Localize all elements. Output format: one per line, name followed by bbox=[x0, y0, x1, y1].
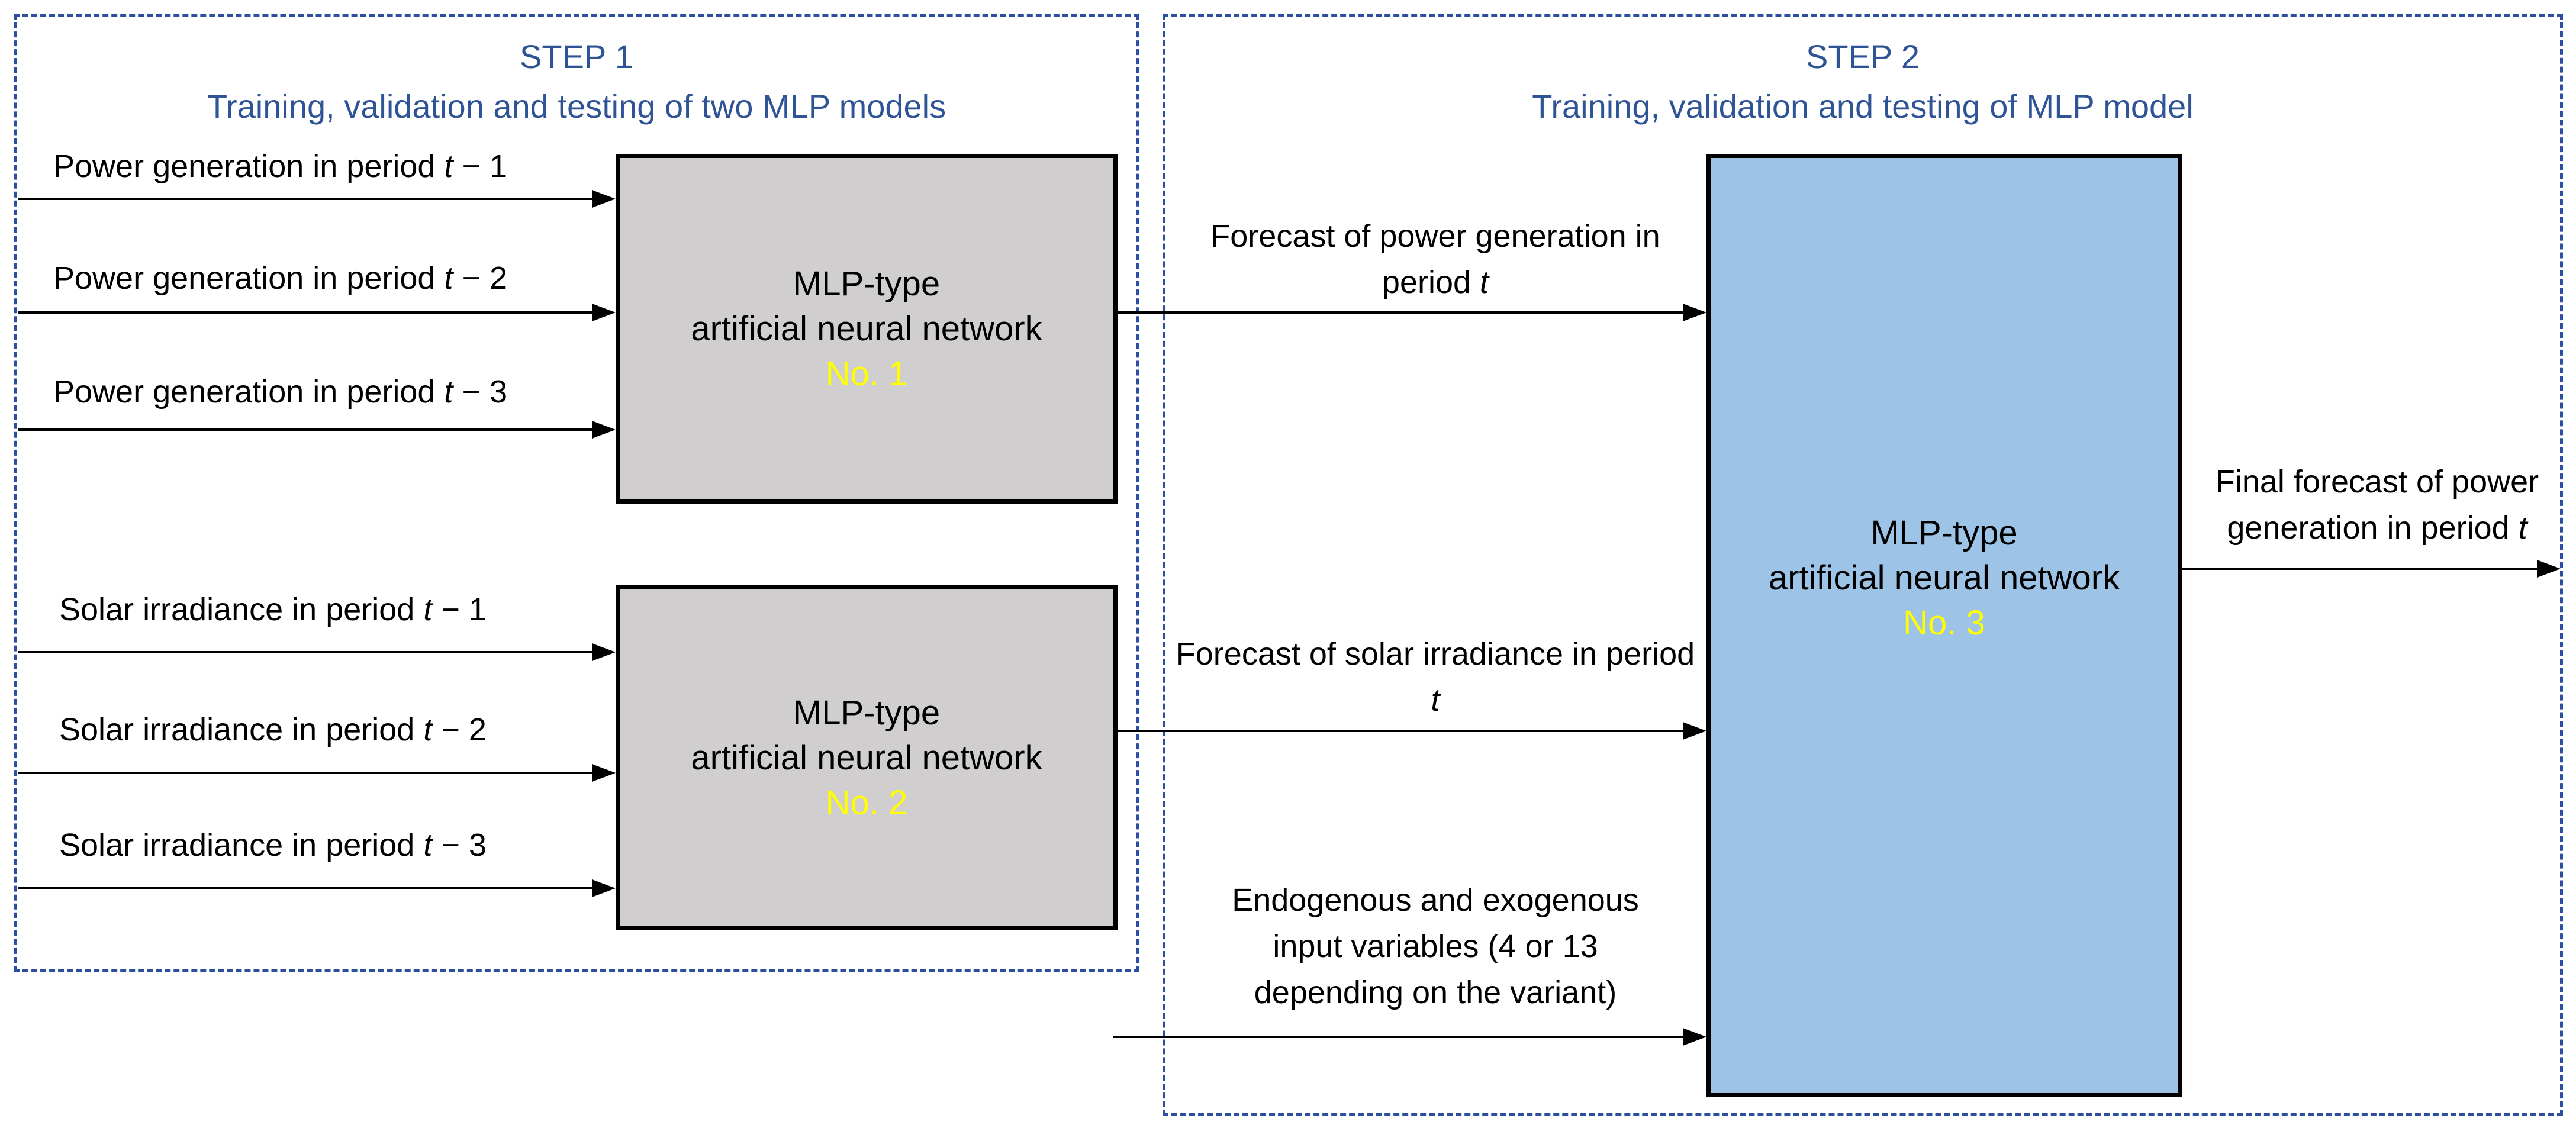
mlp2-type-line2: artificial neural network bbox=[691, 738, 1042, 777]
arrow-shaft bbox=[18, 887, 595, 889]
mlp3-type-line1: MLP-type bbox=[1870, 514, 2018, 552]
input-label-solar-t1: Solar irradiance in period t − 1 bbox=[59, 591, 487, 628]
mlp3-number: No. 3 bbox=[1903, 604, 1985, 642]
arrow-shaft bbox=[1113, 1036, 1686, 1038]
step1-title: STEP 1 bbox=[520, 38, 633, 75]
input-label-solar-t2: Solar irradiance in period t − 2 bbox=[59, 711, 487, 748]
label-text: Power generation in period bbox=[53, 260, 445, 296]
time-variable: t bbox=[423, 712, 433, 747]
arrow-head bbox=[1683, 722, 1706, 740]
mlp1-number: No. 1 bbox=[825, 354, 908, 393]
arrow-shaft bbox=[18, 772, 595, 774]
step1-header: STEP 1 Training, validation and testing … bbox=[17, 32, 1136, 131]
arrow-head bbox=[2537, 560, 2561, 578]
arrow-head bbox=[1683, 304, 1706, 321]
input-label-power-t2: Power generation in period t − 2 bbox=[53, 260, 507, 296]
step1-subtitle: Training, validation and testing of two … bbox=[207, 88, 946, 125]
forecast-power-label: Forecast of power generation in period t bbox=[1175, 213, 1696, 305]
label-text: Power generation in period bbox=[53, 149, 445, 184]
time-variable: t bbox=[2518, 510, 2527, 546]
arrow-head bbox=[592, 879, 616, 897]
mlp2-type-line1: MLP-type bbox=[793, 693, 941, 732]
label-text: − 2 bbox=[453, 260, 508, 296]
mlp-network-1-box: MLP-type artificial neural network No. 1 bbox=[616, 154, 1118, 504]
arrow-head bbox=[592, 643, 616, 661]
arrow-head bbox=[592, 190, 616, 208]
label-text: − 1 bbox=[453, 149, 508, 184]
label-text: Final forecast of power generation in pe… bbox=[2215, 464, 2539, 546]
arrow-head bbox=[592, 421, 616, 439]
time-variable: t bbox=[423, 592, 433, 627]
time-variable: t bbox=[444, 260, 453, 296]
time-variable: t bbox=[1431, 682, 1440, 718]
label-text: Power generation in period bbox=[53, 374, 445, 410]
label-text: − 3 bbox=[453, 374, 508, 410]
arrow-shaft bbox=[1118, 311, 1686, 314]
input-label-power-t1: Power generation in period t − 1 bbox=[53, 148, 507, 185]
step2-title: STEP 2 bbox=[1806, 38, 1920, 75]
input-label-power-t3: Power generation in period t − 3 bbox=[53, 373, 507, 410]
mlp1-type-line1: MLP-type bbox=[793, 264, 941, 303]
time-variable: t bbox=[1480, 265, 1489, 300]
step2-subtitle: Training, validation and testing of MLP … bbox=[1532, 88, 2194, 125]
time-variable: t bbox=[444, 149, 453, 184]
label-text: Forecast of power generation in period bbox=[1210, 218, 1660, 300]
label-text: Forecast of solar irradiance in period bbox=[1176, 636, 1695, 672]
input-label-solar-t3: Solar irradiance in period t − 3 bbox=[59, 827, 487, 863]
arrow-shaft bbox=[18, 651, 595, 653]
label-text: − 2 bbox=[432, 712, 487, 747]
mlp2-number: No. 2 bbox=[825, 783, 908, 822]
label-text: Solar irradiance in period bbox=[59, 712, 424, 747]
mlp-network-2-box: MLP-type artificial neural network No. 2 bbox=[616, 585, 1118, 930]
label-text: − 3 bbox=[432, 827, 487, 863]
mlp1-type-line2: artificial neural network bbox=[691, 309, 1042, 348]
final-output-label: Final forecast of power generation in pe… bbox=[2182, 459, 2572, 551]
arrow-head bbox=[592, 304, 616, 321]
label-text: Solar irradiance in period bbox=[59, 827, 424, 863]
arrow-shaft bbox=[2182, 568, 2540, 570]
time-variable: t bbox=[423, 827, 433, 863]
step2-header: STEP 2 Training, validation and testing … bbox=[1165, 32, 2560, 131]
extra-inputs-label: Endogenous and exogenous input variables… bbox=[1228, 877, 1643, 1016]
arrow-head bbox=[592, 764, 616, 782]
arrow-head bbox=[1683, 1028, 1706, 1046]
label-text: − 1 bbox=[432, 592, 487, 627]
arrow-shaft bbox=[18, 311, 595, 314]
step2-frame: STEP 2 Training, validation and testing … bbox=[1163, 14, 2563, 1116]
label-text: Solar irradiance in period bbox=[59, 592, 424, 627]
mlp-network-3-box: MLP-type artificial neural network No. 3 bbox=[1706, 154, 2182, 1097]
label-text: Endogenous and exogenous input variables… bbox=[1232, 882, 1639, 1010]
time-variable: t bbox=[444, 374, 453, 410]
mlp3-type-line2: artificial neural network bbox=[1768, 559, 2120, 597]
forecast-solar-label: Forecast of solar irradiance in period t bbox=[1175, 631, 1696, 723]
step1-frame: STEP 1 Training, validation and testing … bbox=[14, 14, 1139, 972]
arrow-shaft bbox=[1118, 730, 1686, 732]
arrow-shaft bbox=[18, 198, 595, 200]
arrow-shaft bbox=[18, 428, 595, 431]
